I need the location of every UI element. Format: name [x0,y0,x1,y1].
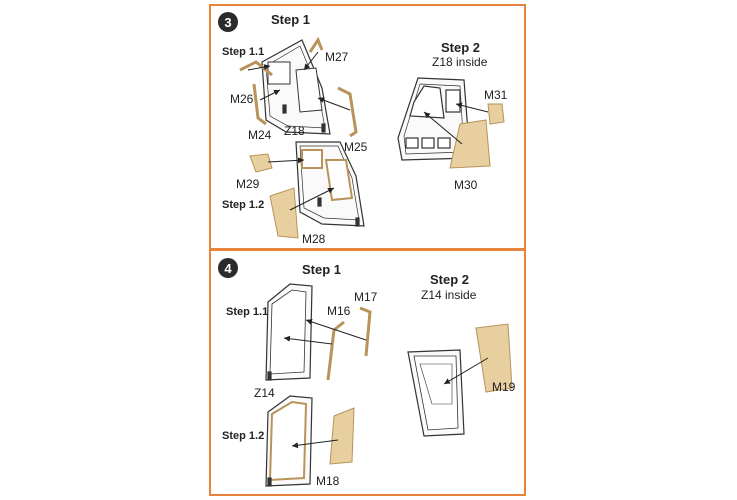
part-label-m17: M17 [354,290,378,304]
door-frame-z18-bottom [295,141,365,227]
glass-m19 [475,323,513,393]
panel3-step2-title: Step 2 [441,40,481,55]
part-label-m28: M28 [302,232,326,246]
part-label-z18: Z18 [284,124,305,138]
glass-m30 [449,119,491,169]
part-label-m29: M29 [236,177,260,191]
seal-m17 [359,306,372,357]
part-label-m18: M18 [316,474,340,488]
panel3-step2-note: Z18 inside [432,55,488,69]
step-number-4: 4 [218,258,238,278]
door-frame-z14-bottom [265,395,313,487]
part-label-m16: M16 [327,304,351,318]
part-label-m31: M31 [484,88,508,102]
door-assembly-z18-step2 [397,77,471,161]
glass-m28 [269,187,299,239]
door-assembly-z14-step2 [407,349,465,437]
part-label-m30: M30 [454,178,478,192]
panel4-step1-2-label: Step 1.2 [222,430,265,442]
glass-m18 [329,407,355,465]
glass-m29 [249,153,273,173]
door-frame-z14-top [265,283,313,381]
panel4-step2-title: Step 2 [430,272,470,287]
part-label-m27: M27 [325,50,349,64]
door-frame-z18-top [261,39,331,135]
seal-m25 [337,86,358,138]
part-label-m19: M19 [492,380,516,394]
glass-m31 [487,103,505,125]
step-number-3: 3 [218,12,238,32]
panel3-step1-2-label: Step 1.2 [222,199,265,211]
seal-m24 [252,83,267,126]
panel4-step2-note: Z14 inside [421,288,477,302]
panel4-step1-1-label: Step 1.1 [226,306,269,318]
seal-m16 [326,320,345,381]
panel3-step1-title: Step 1 [271,12,311,27]
panel4-step1-title: Step 1 [302,262,342,277]
part-label-m24: M24 [248,128,272,142]
seal-m26 [239,60,273,77]
part-label-m26: M26 [230,92,254,106]
seal-m27 [308,36,324,53]
panel3-step1-1-label: Step 1.1 [222,46,265,58]
panel-step-4 [209,249,526,496]
part-label-m25: M25 [344,140,368,154]
part-label-z14: Z14 [254,386,275,400]
